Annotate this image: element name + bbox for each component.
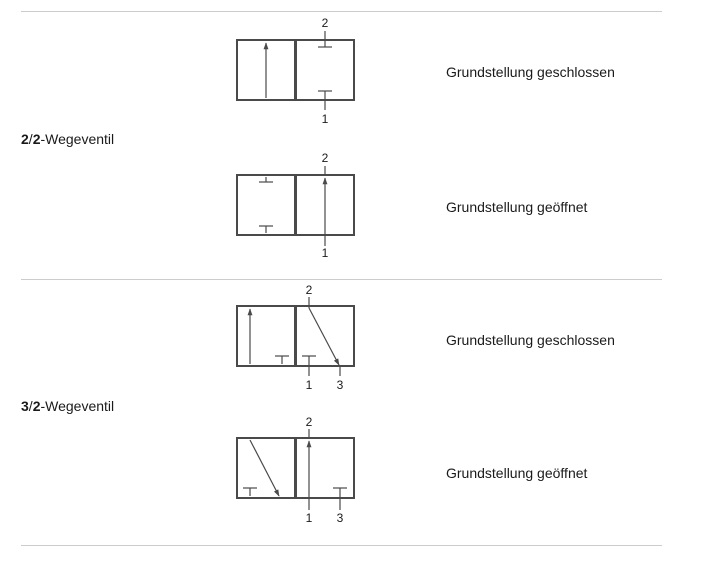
port-label-bottom-left: 1 [306,511,313,525]
port-label-bottom: 1 [322,246,329,260]
valve-label-2-2: 2/2-Wegeventil [21,131,114,147]
flow-arrow-icon [308,307,340,366]
state-description-3-2-closed: Grundstellung geschlossen [446,332,615,348]
valve-symbol-2-2-closed [236,31,355,110]
valve-box-left [236,437,296,499]
valve-box-left [236,305,296,367]
port-label-top: 2 [306,283,313,297]
valve-symbol-3-2-closed [236,297,355,376]
valve-ports-count: 3 [21,398,29,414]
state-description-2-2-open: Grundstellung geöffnet [446,199,588,215]
port-label-bottom: 1 [322,112,329,126]
valve-symbol-3-2-open [236,429,355,510]
valve-ports-count: 2 [21,131,29,147]
port-label-top: 2 [306,415,313,429]
valve-positions-count: 2 [32,131,41,147]
state-description-2-2-closed: Grundstellung geschlossen [446,64,615,80]
separator-top [21,11,662,12]
port-label-bottom-left: 1 [306,378,313,392]
valve-label-suffix: -Wegeventil [40,398,115,414]
valve-symbol-2-2-open [236,166,355,246]
port-label-top: 2 [322,151,329,165]
flow-arrow-icon [249,439,280,497]
separator-middle [21,279,662,280]
separator-bottom [21,545,662,546]
port-label-bottom-right: 3 [337,511,344,525]
valve-positions-count: 2 [32,398,41,414]
valve-label-separator: / [28,398,33,414]
valve-label-suffix: -Wegeventil [40,131,115,147]
valve-box-right [295,437,355,499]
port-label-bottom-right: 3 [337,378,344,392]
state-description-3-2-open: Grundstellung geöffnet [446,465,588,481]
valve-label-separator: / [28,131,33,147]
valve-box-right [295,305,355,367]
port-label-top: 2 [322,16,329,30]
valve-label-3-2: 3/2-Wegeventil [21,398,114,414]
